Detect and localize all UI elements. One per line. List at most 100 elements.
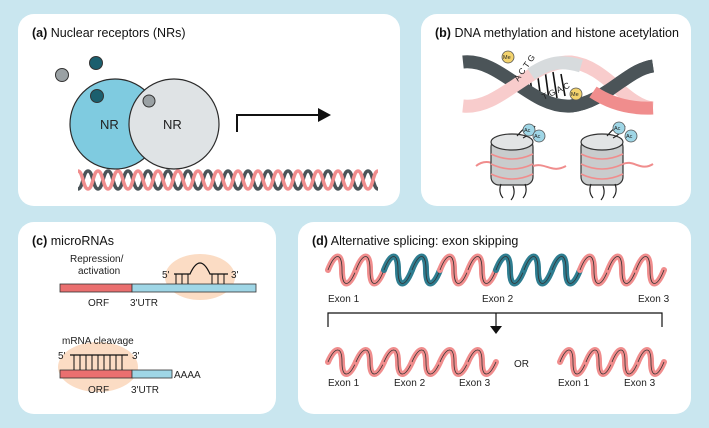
acetyl-tag-3-label: Ac bbox=[614, 126, 621, 132]
helix-outline-segment bbox=[635, 256, 665, 284]
helix-outline-segment bbox=[559, 349, 587, 375]
mirna-bottom-bonds bbox=[73, 355, 123, 370]
panel-c: (c) microRNAs Repression/ activation 5' … bbox=[18, 222, 276, 414]
utr-bar-top bbox=[131, 283, 257, 293]
orf-bar-top bbox=[59, 283, 133, 293]
ligand-grey-small bbox=[142, 94, 156, 108]
helix-segment bbox=[97, 169, 119, 191]
panel-b-title-text: DNA methylation and histone acetylation bbox=[454, 26, 679, 40]
exon3-label-top: Exon 3 bbox=[638, 294, 670, 305]
iso2-exon3-label: Exon 3 bbox=[624, 378, 656, 389]
panel-a-letter: (a) bbox=[32, 26, 48, 40]
splice-bracket bbox=[327, 312, 663, 327]
helix-outline-segment bbox=[607, 256, 637, 284]
panel-c-title: (c) microRNAs bbox=[32, 234, 114, 248]
helix-segment bbox=[317, 169, 339, 191]
polya-label: AAAA bbox=[174, 370, 201, 381]
helix-outline-segment bbox=[383, 256, 413, 284]
arrow-head-icon bbox=[318, 108, 331, 122]
helix-segment bbox=[357, 169, 379, 191]
acetyl-tag-4 bbox=[624, 129, 638, 143]
ligand-grey-1 bbox=[55, 68, 69, 82]
nr-right-label: NR bbox=[163, 117, 182, 132]
ligand-teal-1 bbox=[89, 56, 103, 70]
helix-segment bbox=[97, 169, 119, 191]
panel-b: (b) DNA methylation and histone acetylat… bbox=[421, 14, 691, 206]
pre-mrna-helix bbox=[325, 253, 667, 287]
helix-segment bbox=[257, 169, 279, 191]
panel-b-drawing: A C T G T G A C Me Me Ac Ac bbox=[462, 50, 655, 201]
helix-outline-segment bbox=[411, 256, 441, 284]
helix-outline-segment bbox=[383, 349, 413, 375]
three-prime-bottom: 3' bbox=[132, 351, 140, 362]
helix-segment bbox=[117, 169, 139, 191]
strand-grey-segment bbox=[527, 56, 583, 80]
helix-outline-segment bbox=[523, 256, 553, 284]
helix-segment bbox=[277, 169, 299, 191]
iso2-exon1-label: Exon 1 bbox=[558, 378, 590, 389]
nucleosome-right bbox=[580, 125, 654, 201]
panel-c-drawing: Repression/ activation 5' 3' ORF 3'UTR m… bbox=[58, 254, 257, 396]
cleavage-label: mRNA cleavage bbox=[62, 336, 134, 347]
helix-outline-segment bbox=[585, 349, 613, 375]
utr-bar-bottom bbox=[131, 369, 173, 379]
helix-segment bbox=[297, 169, 319, 191]
panel-c-letter: (c) bbox=[32, 234, 48, 248]
helix-segment bbox=[357, 169, 379, 191]
helix-outline-segment bbox=[439, 256, 469, 284]
acetyl-tag-2 bbox=[532, 129, 546, 143]
utr-label-top: 3'UTR bbox=[130, 298, 158, 309]
repression-label-1: Repression/ bbox=[70, 254, 124, 265]
panel-d-drawing: Exon 1 Exon 2 Exon 3 OR Exon 1 Exon 2 Ex… bbox=[325, 253, 670, 389]
ligand-teal-2 bbox=[90, 89, 104, 103]
helix-segment bbox=[197, 169, 219, 191]
orf-label-bottom: ORF bbox=[88, 385, 109, 396]
strand-dark-over bbox=[569, 59, 655, 113]
five-prime-bottom: 5' bbox=[58, 351, 66, 362]
strand-red-segment bbox=[589, 86, 654, 115]
helix-segment bbox=[157, 169, 179, 191]
helix-outline-segment bbox=[355, 349, 385, 375]
helix-segment bbox=[77, 169, 99, 191]
helix-segment bbox=[317, 169, 339, 191]
orf-bar-bottom bbox=[59, 369, 133, 379]
iso1-exon2-label: Exon 2 bbox=[394, 378, 426, 389]
iso1-exon3-label: Exon 3 bbox=[459, 378, 491, 389]
five-prime-top: 5' bbox=[162, 270, 170, 281]
methyl-tag-2 bbox=[569, 87, 583, 101]
helix-segment bbox=[177, 169, 199, 191]
acetyl-tag-1 bbox=[522, 123, 536, 137]
helix-segment bbox=[257, 169, 279, 191]
helix-outline-segment bbox=[579, 256, 609, 284]
panel-b-title: (b) DNA methylation and histone acetylat… bbox=[435, 26, 679, 40]
exon1-label-top: Exon 1 bbox=[328, 294, 360, 305]
exon2-label-top: Exon 2 bbox=[482, 294, 514, 305]
panel-b-letter: (b) bbox=[435, 26, 451, 40]
acetyl-tag-3 bbox=[612, 121, 626, 135]
repression-label-2: activation bbox=[78, 266, 120, 277]
dna-helix-a bbox=[77, 169, 379, 191]
mirna-top-bonds bbox=[175, 274, 225, 284]
panel-a-title: (a) Nuclear receptors (NRs) bbox=[32, 26, 186, 40]
panel-c-title-text: microRNAs bbox=[50, 234, 114, 248]
helix-segment bbox=[177, 169, 199, 191]
helix-outline-segment bbox=[355, 256, 385, 284]
helix-outline-segment bbox=[439, 349, 469, 375]
helix-segment bbox=[337, 169, 359, 191]
splice-arrow-icon bbox=[490, 326, 502, 334]
helix-outline-segment bbox=[551, 256, 581, 284]
panel-d-title: (d) Alternative splicing: exon skipping bbox=[312, 234, 518, 248]
methyl-tag-1-label: Me bbox=[503, 55, 511, 61]
helix-segment bbox=[137, 169, 159, 191]
helix-outline-segment bbox=[327, 349, 357, 375]
transcription-arrow bbox=[236, 114, 318, 132]
utr-label-bottom: 3'UTR bbox=[131, 385, 159, 396]
panel-d-title-text: Alternative splicing: exon skipping bbox=[330, 234, 519, 248]
helix-segment bbox=[237, 169, 259, 191]
methyl-tag-1 bbox=[501, 50, 515, 64]
panel-a-drawing: NR NR bbox=[55, 56, 379, 191]
helix-segment bbox=[117, 169, 139, 191]
helix-segment bbox=[297, 169, 319, 191]
helix-outline-segment bbox=[467, 256, 497, 284]
